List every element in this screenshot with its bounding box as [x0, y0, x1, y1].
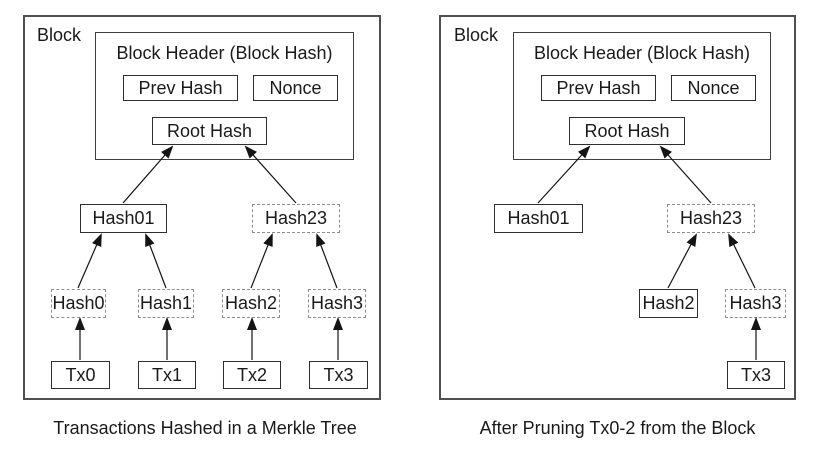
right-tx3-node: Tx3 [727, 361, 785, 389]
left-tx0-node: Tx0 [51, 361, 110, 389]
left-root-hash-box: Root Hash [152, 117, 267, 145]
right-prev-hash-box: Prev Hash [541, 75, 656, 101]
left-hash3-node: Hash3 [308, 289, 366, 318]
left-tx3-node: Tx3 [309, 361, 368, 389]
right-block-header-title: Block Header (Block Hash) [533, 43, 751, 63]
left-hash23-node: Hash23 [252, 204, 340, 233]
left-hash1-node: Hash1 [138, 289, 194, 318]
left-prev-hash-box: Prev Hash [123, 75, 238, 101]
left-tx2-node: Tx2 [223, 361, 281, 389]
left-block-label: Block [37, 25, 82, 45]
left-hash2-node: Hash2 [222, 289, 280, 318]
left-tx1-node: Tx1 [138, 361, 196, 389]
left-hash01-node: Hash01 [80, 204, 167, 233]
right-hash3-node: Hash3 [725, 289, 786, 318]
right-hash23-node: Hash23 [667, 204, 755, 233]
left-caption: Transactions Hashed in a Merkle Tree [53, 418, 357, 438]
right-hash2-node: Hash2 [639, 289, 698, 318]
right-caption: After Pruning Tx0-2 from the Block [479, 418, 756, 438]
left-block-header-title: Block Header (Block Hash) [116, 43, 333, 63]
left-nonce-box: Nonce [253, 75, 338, 101]
left-hash0-node: Hash0 [51, 289, 106, 318]
right-hash01-node: Hash01 [494, 204, 583, 233]
right-block-label: Block [454, 25, 499, 45]
right-nonce-box: Nonce [671, 75, 756, 101]
right-root-hash-box: Root Hash [569, 117, 685, 145]
